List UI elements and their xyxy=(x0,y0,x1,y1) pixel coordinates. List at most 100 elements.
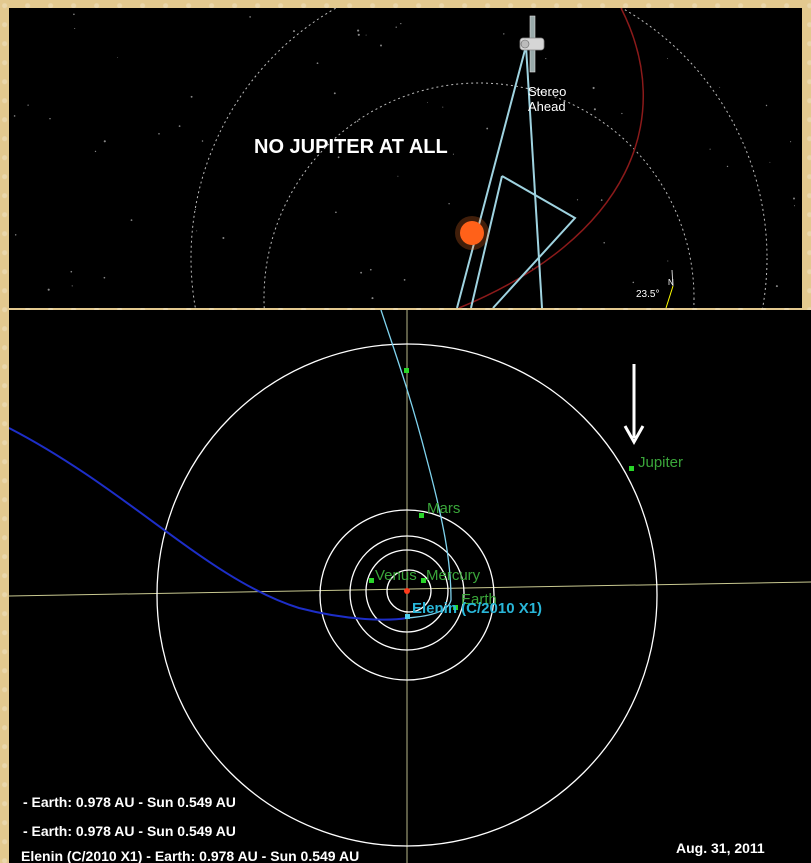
star xyxy=(47,288,50,291)
inner-orbit-ring xyxy=(263,82,695,308)
outer-orbit-ring xyxy=(190,8,768,308)
star-field xyxy=(13,13,796,300)
star xyxy=(592,86,595,90)
star xyxy=(337,156,340,159)
star xyxy=(486,127,489,130)
star xyxy=(190,95,193,98)
fov-line-left xyxy=(456,45,527,308)
distance-line-3: Elenin (C/2010 X1) - Earth: 0.978 AU - S… xyxy=(21,848,360,863)
star xyxy=(14,234,17,236)
spacecraft-label: Stereo Ahead xyxy=(528,84,566,114)
star xyxy=(316,62,319,65)
star xyxy=(249,16,251,18)
star xyxy=(371,297,374,300)
earth-orbit xyxy=(349,535,465,651)
angle-label: 23.5° xyxy=(636,289,660,300)
star xyxy=(94,150,97,153)
mars-marker xyxy=(419,513,424,518)
stereo-view-graphic xyxy=(13,8,796,308)
venus-marker xyxy=(369,578,374,583)
spacecraft-label-line2: Ahead xyxy=(528,99,566,114)
sun-glow xyxy=(455,216,489,250)
trajectory-marker xyxy=(404,368,409,373)
star xyxy=(201,140,204,142)
star xyxy=(103,276,106,279)
star xyxy=(71,285,73,287)
jupiter-orbit xyxy=(156,343,658,847)
star xyxy=(576,199,579,201)
venus-label: Venus xyxy=(375,567,417,584)
distance-line-2: - Earth: 0.978 AU - Sun 0.549 AU xyxy=(23,823,236,839)
star xyxy=(632,281,635,284)
star xyxy=(178,125,181,127)
star xyxy=(292,30,296,33)
star xyxy=(593,108,596,111)
star xyxy=(400,23,402,25)
star xyxy=(397,175,399,177)
star xyxy=(365,139,367,141)
headline: NO JUPITER AT ALL xyxy=(254,136,448,158)
stereo-ahead-spacecraft-icon xyxy=(519,15,545,73)
venus-orbit xyxy=(365,549,449,633)
star xyxy=(74,27,76,30)
orbit-diagram-graphic xyxy=(9,310,811,863)
star xyxy=(775,285,778,288)
star xyxy=(357,29,360,32)
star xyxy=(667,260,669,262)
star xyxy=(719,86,721,88)
star xyxy=(401,138,404,141)
star xyxy=(726,165,729,168)
star xyxy=(103,140,106,143)
star xyxy=(70,270,73,273)
star xyxy=(793,197,795,200)
mercury-orbit xyxy=(386,569,432,613)
star xyxy=(765,104,768,107)
star xyxy=(448,203,450,205)
star xyxy=(503,33,505,35)
mercury-marker xyxy=(421,578,426,583)
star xyxy=(194,209,196,211)
date-label: Aug. 31, 2011 xyxy=(676,840,765,856)
star xyxy=(600,199,603,201)
star xyxy=(427,102,428,103)
star xyxy=(196,230,198,232)
mars-orbit xyxy=(319,509,495,681)
jupiter-label: Jupiter xyxy=(638,454,684,471)
star xyxy=(442,106,444,108)
stereo-view-panel: NO JUPITER AT ALL Stereo Ahead 23.5° N xyxy=(9,8,802,308)
star xyxy=(403,279,406,281)
star xyxy=(158,133,160,135)
star xyxy=(790,141,792,143)
comet-marker xyxy=(405,614,410,619)
star xyxy=(667,58,669,60)
star xyxy=(130,219,133,221)
north-indicator xyxy=(671,269,674,287)
star xyxy=(27,104,29,106)
distance-line-1: - Earth: 0.978 AU - Sun 0.549 AU xyxy=(23,794,236,810)
comet-orbit-path xyxy=(9,427,408,621)
star xyxy=(356,120,359,122)
fov-line-right xyxy=(525,45,543,308)
arrow-down-icon xyxy=(623,364,645,446)
comet-label: Elenin (C/2010 X1) xyxy=(412,600,543,617)
earth-marker xyxy=(453,605,458,610)
star xyxy=(335,211,337,214)
mars-label: Mars xyxy=(427,500,461,517)
star xyxy=(793,205,796,207)
star xyxy=(369,268,372,271)
earth-orbit-arc xyxy=(458,8,644,308)
comet-trajectory xyxy=(380,310,452,619)
sun-center-marker xyxy=(404,588,410,594)
earth-label: Earth xyxy=(461,591,497,608)
star xyxy=(380,44,382,47)
star xyxy=(117,57,118,58)
star xyxy=(365,34,367,36)
sun-marker xyxy=(460,221,484,245)
star xyxy=(360,271,363,274)
jupiter-marker xyxy=(629,466,634,471)
star xyxy=(395,26,397,28)
mercury-label: Mercury xyxy=(426,567,481,584)
star xyxy=(709,148,711,150)
star xyxy=(452,153,454,155)
ecliptic-tick xyxy=(665,285,674,308)
